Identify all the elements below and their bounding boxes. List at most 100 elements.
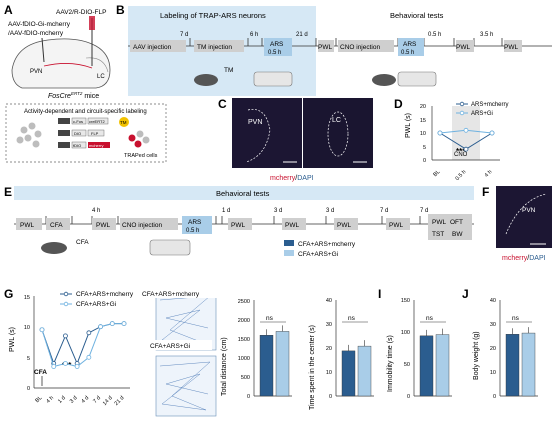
y-tick-label: 15 bbox=[24, 295, 30, 301]
traped-label: TRAPed cells bbox=[124, 153, 158, 159]
interval-label: 3 d bbox=[326, 208, 334, 214]
panel-label: I bbox=[378, 287, 381, 301]
track-trace bbox=[159, 361, 211, 411]
legend-marker bbox=[459, 101, 465, 107]
data-point bbox=[489, 130, 495, 136]
panel-h: H CFA+ARS+mcherry CFA+ARS+Gi Total dista… bbox=[140, 287, 374, 417]
svg-text:PWL: PWL bbox=[456, 44, 470, 51]
brain-cerebellum bbox=[85, 57, 109, 73]
panel-f: F PVN mcherry/DAPI bbox=[482, 185, 552, 262]
svg-text:100: 100 bbox=[401, 330, 410, 336]
syringe bbox=[89, 16, 95, 30]
histology-lc bbox=[303, 98, 373, 168]
projection bbox=[43, 63, 93, 69]
line-chart-g bbox=[39, 321, 127, 369]
y-ticks: 0 10 20 30 40 bbox=[326, 298, 332, 400]
construct-row: c-Fos creERT2 bbox=[58, 117, 109, 125]
panel-label: B bbox=[116, 3, 125, 17]
x-tick-label: 0.5 h bbox=[455, 169, 468, 182]
block-pwl bbox=[318, 40, 334, 52]
svg-text:PWL: PWL bbox=[504, 44, 518, 51]
virus-label: /AAV-fDIO-mcherry bbox=[8, 30, 64, 37]
legend-label: ARS+Gi bbox=[471, 111, 493, 117]
svg-text:CFA: CFA bbox=[50, 222, 63, 229]
significance-stars: *** bbox=[456, 147, 466, 156]
panel-i: I Immobility time (s) 0 50 100 150 ns bbox=[378, 287, 452, 400]
histology-pvn bbox=[232, 98, 302, 168]
data-point bbox=[437, 130, 443, 136]
x-tick-label: 1 d bbox=[57, 395, 67, 405]
header-behavioral-bg bbox=[14, 186, 474, 200]
svg-text:40: 40 bbox=[326, 298, 332, 304]
svg-text:PVN: PVN bbox=[522, 207, 536, 214]
svg-text:TM: TM bbox=[120, 120, 127, 125]
box-title: Activity-dependent and circuit-specific … bbox=[24, 109, 147, 115]
bar bbox=[357, 345, 372, 397]
x-tick-label: 4 h bbox=[484, 169, 494, 179]
y-axis-label: PWL (s) bbox=[9, 327, 16, 352]
y-tick-label: 20 bbox=[420, 104, 426, 110]
svg-text:0: 0 bbox=[407, 394, 410, 400]
block-cfa bbox=[46, 218, 70, 230]
histology-pvn bbox=[496, 186, 552, 248]
bar-chart-immobility bbox=[419, 328, 450, 397]
data-point bbox=[86, 354, 92, 360]
restrainer-icon bbox=[253, 71, 293, 87]
panel-label: E bbox=[4, 185, 12, 199]
y-tick-label: 10 bbox=[24, 325, 30, 331]
svg-text:DIO: DIO bbox=[74, 131, 81, 136]
header-behavioral: Behavioral tests bbox=[216, 189, 270, 198]
panel-e: E Behavioral tests 4 h 1 d 3 d 3 d 7 d 7… bbox=[4, 185, 474, 258]
data-point bbox=[121, 321, 127, 327]
bar-chart-distance bbox=[259, 325, 290, 397]
y-tick-label: 5 bbox=[27, 356, 30, 362]
significance-stars: *** bbox=[62, 361, 72, 370]
svg-text:20: 20 bbox=[326, 346, 332, 352]
data-point bbox=[109, 321, 115, 327]
svg-text:FLP: FLP bbox=[91, 131, 99, 136]
svg-text:TM: TM bbox=[224, 67, 233, 74]
svg-text:0.5 h: 0.5 h bbox=[401, 50, 414, 56]
block-pwl bbox=[228, 218, 252, 230]
svg-text:AAV injection: AAV injection bbox=[133, 44, 172, 51]
legend-swatch bbox=[284, 240, 294, 246]
ns-label: ns bbox=[426, 315, 434, 322]
series-line bbox=[41, 323, 124, 365]
construct-row: DIO FLP bbox=[58, 129, 105, 137]
y-tick-label: 15 bbox=[420, 118, 426, 124]
region-label: PVN bbox=[30, 69, 42, 75]
panel-label: A bbox=[4, 3, 13, 17]
block-pwl bbox=[456, 40, 474, 52]
block-pwl bbox=[16, 218, 42, 230]
bar-chart-center-time bbox=[341, 340, 372, 397]
svg-text:BW: BW bbox=[452, 231, 463, 238]
block-pwl bbox=[504, 40, 522, 52]
svg-text:mcherry: mcherry bbox=[89, 143, 103, 148]
y-axis-label: Body weight (g) bbox=[473, 331, 480, 380]
panel-label: D bbox=[394, 97, 403, 111]
svg-text:PWL: PWL bbox=[20, 222, 34, 229]
traped-cluster bbox=[128, 130, 150, 148]
svg-text:PWL: PWL bbox=[337, 222, 351, 229]
lc-outline bbox=[327, 111, 349, 157]
svg-text:creERT2: creERT2 bbox=[89, 119, 105, 124]
y-axis-label: PWL (s) bbox=[405, 113, 412, 138]
track-label-bg bbox=[140, 288, 218, 298]
track-label: CFA+ARS+mcherry bbox=[142, 291, 200, 298]
svg-text:CNO: CNO bbox=[454, 152, 468, 158]
construct-row: fDIO mcherry bbox=[58, 141, 110, 149]
bar-chart-body-weight bbox=[505, 327, 536, 397]
block-aav bbox=[130, 40, 186, 52]
interval-label: 6 h bbox=[250, 32, 258, 38]
y-ticks: 0 50 100 150 bbox=[401, 298, 410, 400]
block-cno bbox=[338, 40, 394, 52]
x-tick-label: BL bbox=[432, 169, 441, 178]
svg-text:0.5 h: 0.5 h bbox=[268, 50, 281, 56]
panel-b: B Labeling of TRAP-ARS neurons Behaviora… bbox=[116, 3, 552, 96]
mouse-line-label: FosCreERT2 mice bbox=[48, 91, 99, 100]
svg-text:2000: 2000 bbox=[238, 318, 250, 324]
block-ars bbox=[264, 38, 292, 56]
region-label: LC bbox=[97, 74, 105, 80]
